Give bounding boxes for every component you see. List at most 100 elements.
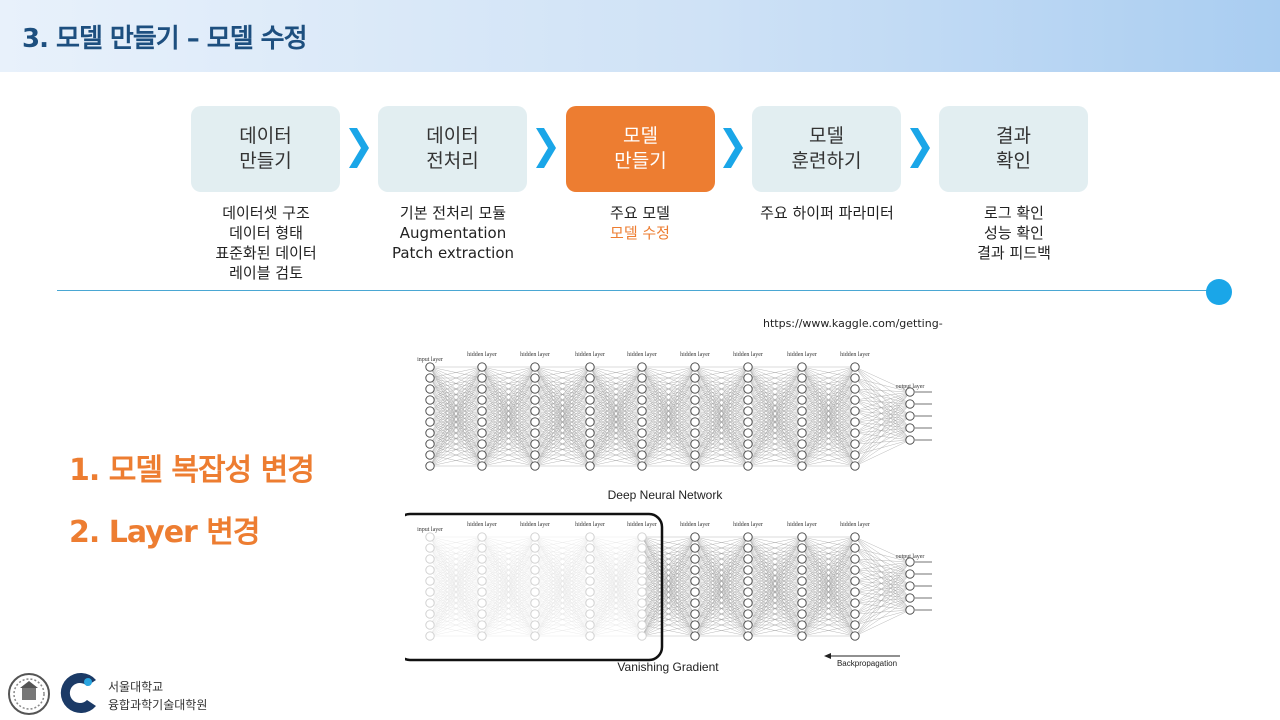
network-edge bbox=[694, 624, 749, 637]
network-edge bbox=[534, 366, 591, 423]
network-edge bbox=[854, 609, 911, 626]
hidden-layer-label: hidden layer bbox=[680, 352, 710, 358]
network-node bbox=[797, 417, 807, 427]
network-edge bbox=[481, 388, 536, 467]
network-edge bbox=[429, 388, 483, 467]
network-edge bbox=[854, 403, 911, 434]
network-edge bbox=[801, 580, 856, 637]
network-edge bbox=[854, 391, 911, 434]
network-node bbox=[905, 435, 915, 445]
network-edge bbox=[589, 366, 643, 379]
network-node bbox=[690, 576, 700, 586]
network-node bbox=[585, 598, 595, 608]
network-node bbox=[425, 554, 435, 564]
network-edge bbox=[429, 536, 483, 604]
network-edge bbox=[854, 585, 911, 593]
network-edge bbox=[694, 602, 749, 637]
network-node bbox=[850, 620, 860, 630]
network-edge bbox=[747, 399, 803, 467]
step-model-training[interactable]: 모델 훈련하기 bbox=[752, 106, 901, 192]
network-edge bbox=[854, 591, 911, 611]
network-edge bbox=[854, 377, 911, 441]
network-edge bbox=[694, 536, 749, 593]
network-node bbox=[905, 399, 915, 409]
network-edge bbox=[481, 536, 536, 549]
step-model-building[interactable]: 모델 만들기 bbox=[566, 106, 715, 192]
network-node bbox=[905, 423, 915, 433]
network-edge bbox=[641, 536, 696, 549]
network-edge bbox=[854, 547, 911, 563]
timeline-dot bbox=[1206, 279, 1232, 305]
network-node bbox=[850, 631, 860, 641]
network-edge bbox=[429, 536, 483, 582]
network-edge bbox=[694, 536, 749, 615]
network-edge bbox=[801, 366, 856, 401]
desc-line: 주요 모델 bbox=[610, 204, 670, 222]
network-edge bbox=[854, 597, 911, 615]
network-edge bbox=[481, 399, 536, 467]
network-edge bbox=[854, 399, 911, 429]
network-edge bbox=[747, 366, 803, 401]
step-result-check[interactable]: 결과 확인 bbox=[939, 106, 1088, 192]
network-edge bbox=[747, 388, 803, 467]
network-node bbox=[530, 576, 540, 586]
network-edge bbox=[854, 591, 911, 599]
network-edge bbox=[801, 536, 856, 549]
step-preprocessing[interactable]: 데이터 전처리 bbox=[378, 106, 527, 192]
network-edge bbox=[429, 580, 483, 637]
network-edge bbox=[589, 366, 643, 412]
network-edge bbox=[801, 536, 856, 593]
network-edge bbox=[694, 432, 749, 467]
network-edge bbox=[747, 536, 803, 560]
network-edge bbox=[481, 366, 536, 423]
network-edge bbox=[534, 366, 591, 456]
network-edge bbox=[854, 366, 911, 405]
network-edge bbox=[854, 391, 911, 412]
network-edge bbox=[589, 536, 643, 549]
network-edge bbox=[854, 547, 911, 587]
network-edge bbox=[481, 558, 536, 637]
network-node bbox=[797, 362, 807, 372]
header-bar: 3. 모델 만들기 – 모델 수정 bbox=[0, 0, 1280, 72]
network-edge bbox=[854, 403, 911, 456]
network-edge bbox=[589, 366, 643, 390]
network-node bbox=[477, 450, 487, 460]
network-edge bbox=[589, 558, 643, 637]
step-data-creation[interactable]: 데이터 만들기 bbox=[191, 106, 340, 192]
network-edge bbox=[854, 547, 911, 611]
network-edge bbox=[854, 391, 911, 423]
network-edge bbox=[854, 391, 911, 401]
network-edge bbox=[854, 585, 911, 626]
hidden-layer-label: hidden layer bbox=[840, 522, 870, 528]
network-node bbox=[425, 373, 435, 383]
network-edge bbox=[534, 399, 591, 467]
network-node bbox=[477, 395, 487, 405]
network-node bbox=[797, 461, 807, 471]
network-edge bbox=[534, 377, 591, 467]
network-edge bbox=[481, 536, 536, 571]
network-edge bbox=[801, 399, 856, 467]
network-edge bbox=[854, 388, 911, 441]
network-node bbox=[477, 417, 487, 427]
network-edge bbox=[429, 366, 483, 423]
network-node bbox=[690, 406, 700, 416]
network-edge bbox=[801, 366, 856, 412]
network-edge bbox=[801, 536, 856, 626]
network-edge bbox=[801, 410, 856, 467]
network-edge bbox=[694, 388, 749, 467]
network-node bbox=[743, 598, 753, 608]
network-edge bbox=[589, 536, 643, 571]
chevron-right-icon bbox=[536, 128, 556, 168]
network-node bbox=[585, 439, 595, 449]
network-edge bbox=[481, 602, 536, 637]
network-node bbox=[797, 587, 807, 597]
network-edge bbox=[429, 410, 483, 467]
network-edge bbox=[747, 454, 803, 467]
source-url: https://www.kaggle.com/getting- bbox=[763, 317, 943, 330]
desc-line: 로그 확인 bbox=[984, 204, 1044, 222]
network-edge bbox=[854, 388, 911, 417]
network-edge bbox=[854, 388, 911, 393]
hidden-layer-label: hidden layer bbox=[787, 352, 817, 358]
network-node bbox=[585, 620, 595, 630]
network-node bbox=[530, 373, 540, 383]
